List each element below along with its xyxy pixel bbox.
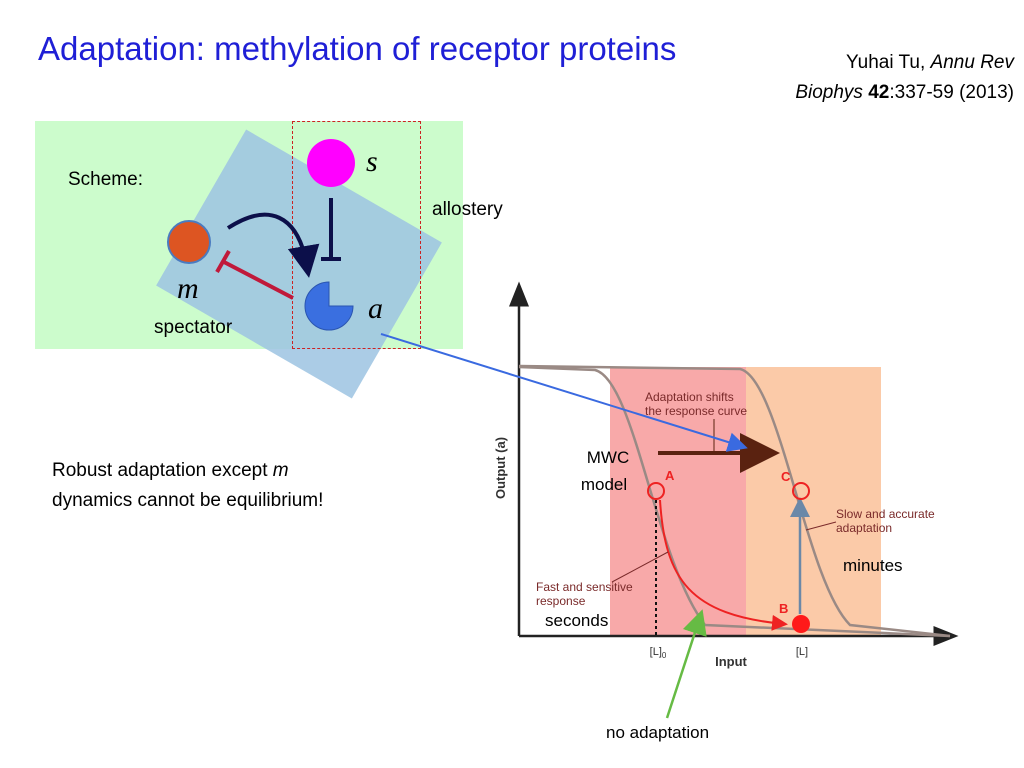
shift-label-2: the response curve (645, 404, 747, 418)
citation-journal-1: Annu Rev (930, 52, 1014, 73)
seconds-label: seconds (545, 611, 608, 630)
point-c-marker (792, 482, 810, 500)
s-ball (307, 139, 355, 187)
citation-volume: 42 (868, 82, 890, 103)
response-curve-shifted (518, 364, 951, 638)
point-a-label: A (665, 468, 675, 483)
citation-author: Yuhai Tu, (846, 52, 931, 73)
point-a-marker (647, 482, 665, 500)
no-adaptation-label: no adaptation (606, 723, 709, 742)
m-ball (167, 220, 211, 264)
tick-l-label: [L] (796, 646, 808, 658)
robust-line1-prefix: Robust adaptation except (52, 460, 273, 481)
x-axis-label: Input (715, 654, 747, 669)
mwc-label-2: model (581, 475, 627, 494)
citation-line-1: Yuhai Tu, Annu Rev (846, 52, 1014, 74)
s-symbol: s (366, 145, 378, 178)
citation-pages: :337-59 (2013) (889, 82, 1014, 103)
spectator-label: spectator (154, 317, 233, 338)
a-symbol: a (368, 292, 383, 325)
minutes-label: minutes (843, 556, 903, 575)
citation-line-2: Biophys 42:337-59 (2013) (795, 82, 1014, 104)
a-inhibits-m-bar (215, 250, 231, 273)
allostery-box (292, 121, 421, 349)
point-b-marker (792, 615, 810, 633)
model-link-arrow (380, 333, 748, 452)
point-c-label: C (781, 469, 791, 484)
slide-title: Adaptation: methylation of receptor prot… (38, 30, 677, 67)
methylation-arrow (226, 212, 320, 278)
fast-label-2: response (536, 594, 586, 608)
fast-label-1: Fast and sensitive (536, 580, 633, 594)
a-pacman (304, 281, 354, 331)
robust-m: m (272, 460, 289, 481)
point-b-label: B (779, 601, 788, 616)
shift-label-1: Adaptation shifts (645, 390, 734, 404)
slow-callout-line (805, 521, 837, 531)
allostery-label: allostery (432, 199, 503, 220)
tick-l0-label: [L]0 (650, 646, 667, 660)
m-symbol: m (177, 272, 199, 305)
fast-callout-line (611, 551, 669, 583)
robust-adaptation-text: Robust adaptation except m dynamics cann… (52, 456, 323, 516)
slow-label-1: Slow and accurate (836, 507, 935, 521)
robust-line2: dynamics cannot be equilibrium! (52, 490, 324, 511)
slow-label-2: adaptation (836, 521, 892, 535)
slow-region (746, 367, 881, 635)
a-inhibits-m-line (223, 260, 294, 300)
scheme-label: Scheme: (68, 169, 143, 190)
y-axis-label: Output (a) (493, 437, 508, 499)
citation-journal-2: Biophys (795, 82, 863, 103)
mwc-label-1: MWC (587, 448, 629, 467)
fast-response-trajectory (659, 499, 788, 631)
no-adaptation-arrow (665, 609, 707, 719)
response-curve-original (518, 365, 951, 638)
